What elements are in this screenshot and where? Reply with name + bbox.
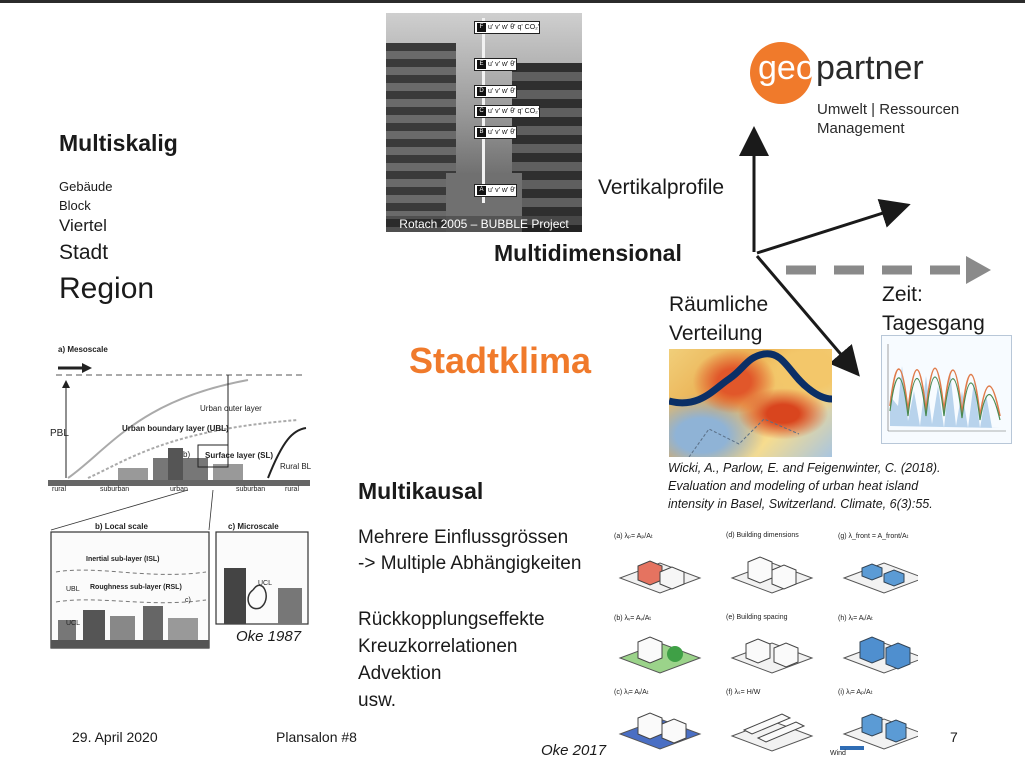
oke-rural-bl-label: Rural BL xyxy=(280,462,312,471)
multikausal-title: Multikausal xyxy=(358,478,484,504)
logo-subtitle: Umwelt | Ressourcen Management xyxy=(817,101,960,137)
oke-micro-label: c) Microscale xyxy=(228,522,279,531)
footer-page-number: 7 xyxy=(950,729,958,745)
citation-wicki: Wicki, A., Parlow, E. and Feigenwinter, … xyxy=(668,461,941,511)
oke-1987-diagram xyxy=(48,363,310,649)
zeit-tagesgang-label: Zeit: Tagesgang xyxy=(882,283,985,335)
oke-ubl-short-label: UBL xyxy=(66,586,80,593)
oke-ground-suburban-2: suburban xyxy=(236,486,266,493)
level-gebaeude: Gebäude xyxy=(59,179,113,194)
oke-ucl-label: UCL xyxy=(66,620,81,627)
photo-caption: Rotach 2005 – BUBBLE Project xyxy=(386,216,582,232)
panel-e-label: (e) Building spacing xyxy=(726,614,788,621)
oke-ground-suburban-1: suburban xyxy=(100,486,130,493)
oke-rsl-label: Roughness sub-layer (RSL) xyxy=(90,584,182,591)
oke-local-label: b) Local scale xyxy=(95,522,148,531)
panel-d-label: (d) Building dimensions xyxy=(726,532,799,539)
diurnal-cycle-chart xyxy=(881,335,1012,444)
footer-date: 29. April 2020 xyxy=(72,729,158,745)
oke-2017-figure: (a) λₚ= Aₚ/Aₜ (d) Building dimensions (g… xyxy=(608,528,918,764)
multiskalig-title: Multiskalig xyxy=(59,130,178,156)
level-stadt: Stadt xyxy=(59,241,109,264)
oke-ground-rural-2: rural xyxy=(285,486,300,493)
panel-g-label: (g) λ_front = A_front/Aₜ xyxy=(838,533,909,540)
panel-f-label: (f) λₛ= H/W xyxy=(726,689,761,696)
oke-c-tag: c) xyxy=(185,597,191,604)
oke-isl-label: Inertial sub-layer (ISL) xyxy=(86,556,160,563)
oke-sl-label: Surface layer (SL) xyxy=(205,451,274,460)
panel-c-label: (c) λᵢ= Aᵢ/Aₜ xyxy=(614,689,649,696)
level-viertel: Viertel xyxy=(59,216,107,235)
oke-ucl-micro-label: UCL xyxy=(258,580,273,587)
top-border xyxy=(0,0,1025,3)
level-region: Region xyxy=(59,272,155,305)
oke-pbl-label: PBL xyxy=(50,428,69,439)
logo-partner-text: partner xyxy=(816,49,924,87)
footer-event: Plansalon #8 xyxy=(276,729,357,745)
oke-mesoscale-label: a) Mesoscale xyxy=(58,345,108,354)
basel-heat-map xyxy=(669,349,832,457)
panel-h-label: (h) λᵢ= Aᵢ/Aₜ xyxy=(838,615,874,622)
oke-ground-rural-1: rural xyxy=(52,486,67,493)
multidimensional-title: Multidimensional xyxy=(494,240,682,266)
multikausal-line2: -> Multiple Abhängigkeiten xyxy=(358,553,582,574)
panel-i-label: (i) λᵢ= Aₚ/Aₜ xyxy=(838,689,873,696)
multikausal-line1: Mehrere Einflussgrössen xyxy=(358,527,569,548)
multikausal-item-3: Advektion xyxy=(358,663,442,684)
geopartner-logo-circle xyxy=(750,42,812,104)
panel-a-label: (a) λₚ= Aₚ/Aₜ xyxy=(614,533,653,540)
wind-label: Wind xyxy=(830,750,846,757)
oke-ubl-label: Urban boundary layer (UBL) xyxy=(122,424,229,433)
multikausal-item-1: Rückkopplungseffekte xyxy=(358,609,545,630)
oke-2017-caption: Oke 2017 xyxy=(541,742,607,759)
multikausal-item-4: usw. xyxy=(358,690,397,711)
level-block: Block xyxy=(59,198,91,213)
vertikalprofile-label: Vertikalprofile xyxy=(598,176,725,199)
oke-uol-label: Urban outer layer xyxy=(200,404,262,413)
stadtklima-title: Stadtklima xyxy=(409,340,592,381)
raeumliche-verteilung-label: Räumliche Verteilung xyxy=(669,293,769,345)
logo-geo-text: geo xyxy=(758,49,815,87)
panel-b-label: (b) λᵥ= Aᵥ/Aₜ xyxy=(614,615,652,622)
oke-ground-urban: urban xyxy=(170,486,188,493)
multikausal-item-2: Kreuzkorrelationen xyxy=(358,636,518,657)
oke-1987-caption: Oke 1987 xyxy=(236,628,302,645)
oke-b-tag: b) xyxy=(183,450,191,459)
